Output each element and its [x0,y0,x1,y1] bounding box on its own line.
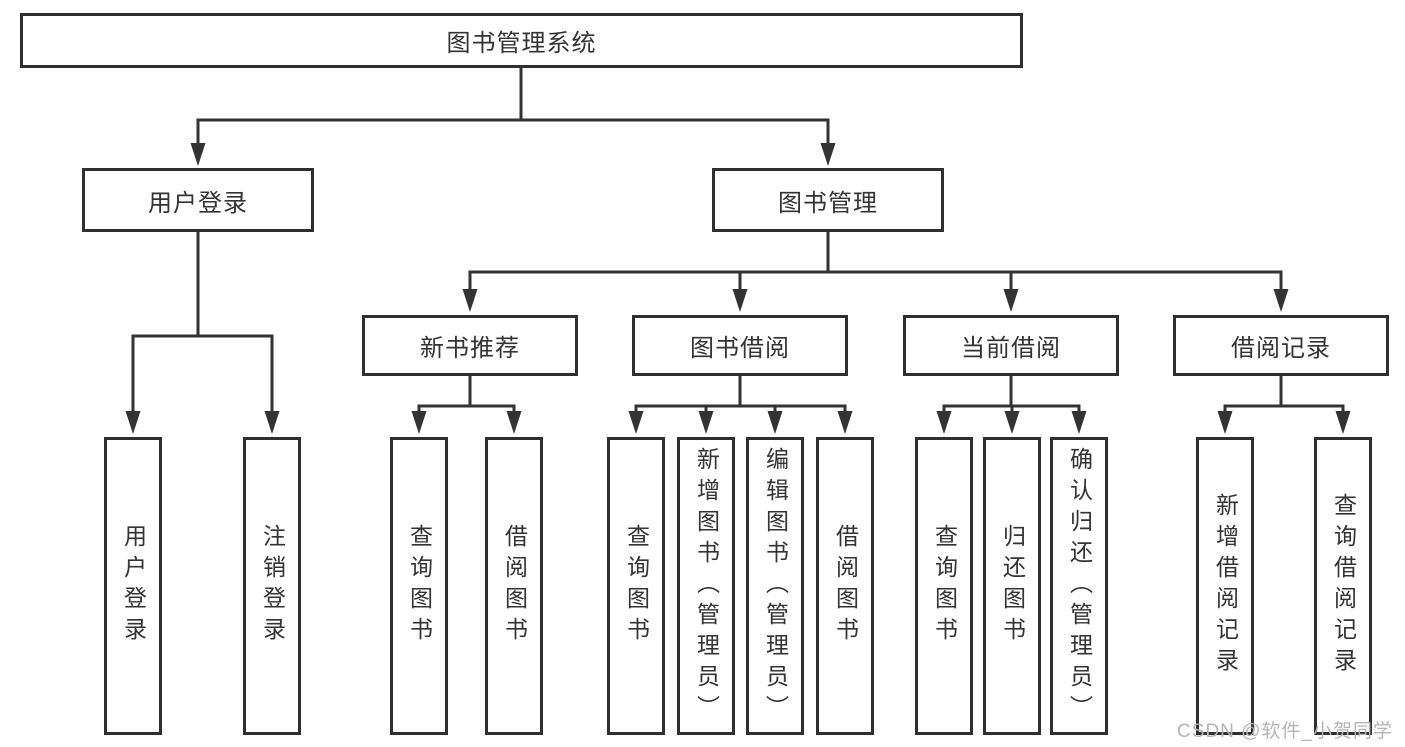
arrow-down-icon [767,411,783,434]
leaf-logout: 注销登录 [243,437,301,735]
node-borrow-record-label: 借阅记录 [1231,335,1331,362]
arrow-down-icon [462,289,478,312]
leaf-bookborrow-query-label: 查询图书 [623,524,650,648]
arrow-down-icon [264,411,280,434]
leaf-user-login: 用户登录 [104,437,162,735]
node-root-label: 图书管理系统 [446,30,597,57]
leaf-currentborrow-confirm-admin-label: 确认归还（管理员） [1066,446,1093,726]
edge-current-borrow-to-leaves [936,374,1087,434]
leaf-currentborrow-confirm-admin: 确认归还（管理员） [1050,437,1108,735]
node-book-borrow: 图书借阅 [632,315,848,376]
leaf-record-add: 新增借阅记录 [1196,437,1254,735]
leaf-bookborrow-add-admin-label: 新增图书（管理员） [693,446,720,726]
node-book-management-label: 图书管理 [778,189,878,217]
node-current-borrow: 当前借阅 [903,315,1119,376]
edge-root-to-level2 [190,66,836,166]
leaf-record-add-label: 新增借阅记录 [1212,493,1239,679]
leaf-record-query-label: 查询借阅记录 [1330,493,1357,679]
arrow-down-icon [936,411,952,434]
arrow-down-icon [820,143,836,166]
arrow-down-icon [1217,411,1233,434]
edge-user-login-to-leaves [125,230,280,434]
edge-book-mgmt-to-level3 [462,230,1289,312]
node-user-login: 用户登录 [82,168,314,232]
arrow-down-icon [1335,411,1351,434]
leaf-bookborrow-edit-admin: 编辑图书（管理员） [746,437,804,735]
edge-new-book-to-leaves [411,374,522,434]
node-book-borrow-label: 图书借阅 [690,335,790,362]
leaf-currentborrow-return: 归还图书 [983,437,1041,735]
leaf-newbook-borrow-label: 借阅图书 [501,524,528,648]
node-user-login-label: 用户登录 [148,189,248,217]
leaf-newbook-borrow: 借阅图书 [485,437,543,735]
arrow-down-icon [1003,289,1019,312]
arrow-down-icon [837,411,853,434]
leaf-record-query: 查询借阅记录 [1314,437,1372,735]
leaf-bookborrow-add-admin: 新增图书（管理员） [677,437,735,735]
leaf-currentborrow-query-label: 查询图书 [931,524,958,648]
arrow-down-icon [1004,411,1020,434]
leaf-logout-label: 注销登录 [259,524,286,648]
leaf-bookborrow-borrow-label: 借阅图书 [832,524,859,648]
node-current-borrow-label: 当前借阅 [961,335,1061,362]
node-root: 图书管理系统 [20,13,1023,68]
leaf-bookborrow-edit-admin-label: 编辑图书（管理员） [762,446,789,726]
leaf-bookborrow-borrow: 借阅图书 [816,437,874,735]
leaf-newbook-query-label: 查询图书 [406,524,433,648]
node-borrow-record: 借阅记录 [1173,315,1389,376]
arrow-down-icon [732,289,748,312]
arrow-down-icon [628,411,644,434]
arrow-down-icon [698,411,714,434]
arrow-down-icon [1273,289,1289,312]
arrow-down-icon [190,143,206,166]
leaf-currentborrow-return-label: 归还图书 [999,524,1026,648]
leaf-user-login-label: 用户登录 [120,524,147,648]
arrow-down-icon [1071,411,1087,434]
arrow-down-icon [506,411,522,434]
node-book-management: 图书管理 [712,168,944,232]
leaf-bookborrow-query: 查询图书 [607,437,665,735]
leaf-currentborrow-query: 查询图书 [915,437,973,735]
edge-book-borrow-to-leaves [628,374,853,434]
leaf-newbook-query: 查询图书 [390,437,448,735]
node-new-book-recommend: 新书推荐 [362,315,578,376]
arrow-down-icon [125,411,141,434]
node-new-book-recommend-label: 新书推荐 [420,335,520,362]
arrow-down-icon [411,411,427,434]
edge-borrow-record-to-leaves [1217,374,1351,434]
